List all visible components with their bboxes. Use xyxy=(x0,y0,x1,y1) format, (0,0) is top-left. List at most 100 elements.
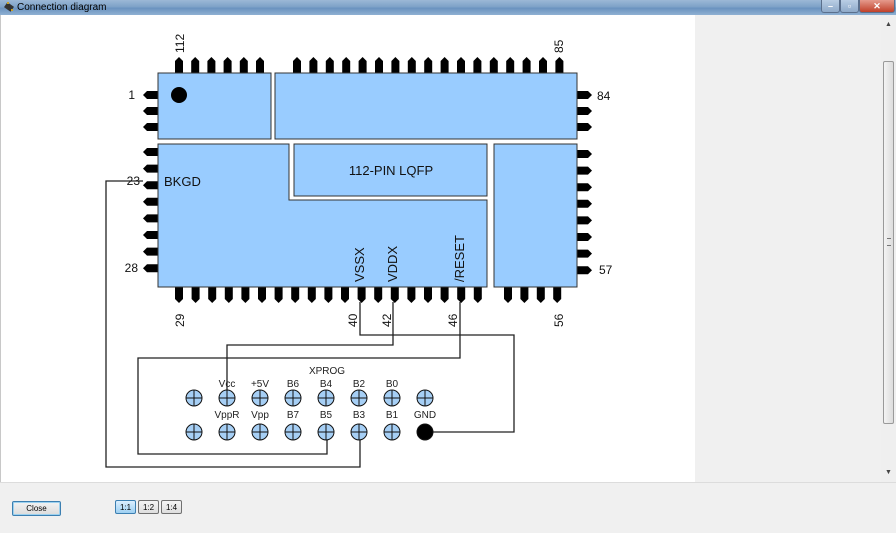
connector-label: B1 xyxy=(386,410,399,421)
pin-number-57: 57 xyxy=(599,263,613,277)
chip-pin xyxy=(577,123,592,131)
chip-pin xyxy=(407,57,416,73)
connector-pin-nc xyxy=(416,389,434,407)
chip-pin xyxy=(539,57,547,73)
scroll-up-icon[interactable]: ▲ xyxy=(885,21,892,28)
pin-number-28: 28 xyxy=(125,261,139,275)
pin-number-42: 42 xyxy=(380,313,394,327)
chip-pin xyxy=(489,57,498,73)
scroll-down-icon[interactable]: ▼ xyxy=(885,469,892,476)
connection-diagram: 112-PIN LQFP BKGD VSSX VDDX /RESET 1 23 … xyxy=(105,34,613,468)
chip-pin xyxy=(175,287,183,303)
chip-pin xyxy=(224,287,233,303)
chip-pin xyxy=(143,123,158,131)
pin-number-84: 84 xyxy=(597,89,611,103)
zoom-1-1-button[interactable]: 1:1 xyxy=(115,500,136,514)
chip-pins xyxy=(143,57,592,303)
chip-body-block xyxy=(274,72,578,140)
grip-icon xyxy=(887,238,891,246)
chip-pin xyxy=(424,57,433,73)
chip-pin xyxy=(358,57,367,73)
chip-pin xyxy=(324,287,333,303)
chip-pin xyxy=(440,57,449,73)
connector-pin-nc xyxy=(185,389,203,407)
chip-pin xyxy=(473,287,482,303)
signal-label-vddx: VDDX xyxy=(385,246,400,282)
chip-pin xyxy=(175,57,183,73)
chip-pin xyxy=(342,57,351,73)
pin-number-112: 112 xyxy=(173,34,187,53)
close-button[interactable]: Close xyxy=(12,501,61,516)
chip-pin xyxy=(555,57,564,73)
chip-pin xyxy=(457,57,465,73)
connector-pin-b7 xyxy=(284,423,302,441)
chip-pin xyxy=(391,57,400,73)
chip-pin xyxy=(143,107,158,115)
wire-vddx-vcc xyxy=(226,302,394,398)
connector-pin-vppr xyxy=(218,423,236,441)
connector-pin-5v xyxy=(251,389,269,407)
close-icon: ✕ xyxy=(873,1,881,11)
pin-number-56: 56 xyxy=(552,313,566,327)
connector-pin-nc xyxy=(185,423,203,441)
scroll-thumb[interactable] xyxy=(883,61,894,424)
connector-pin-b1 xyxy=(383,423,401,441)
maximize-icon: ▫ xyxy=(847,1,852,11)
connector-label: B3 xyxy=(353,410,366,421)
connector-pin-b3 xyxy=(350,423,368,441)
wire-bkgd-b3 xyxy=(105,180,361,468)
connector-pin-b5 xyxy=(317,423,335,441)
connector-label: GND xyxy=(414,410,436,421)
chip-pin xyxy=(309,57,318,73)
chip-pin xyxy=(424,287,432,303)
chip-pin xyxy=(274,287,283,303)
chip-pin xyxy=(143,164,158,173)
connector-label: Vpp xyxy=(251,410,269,421)
chip-pin xyxy=(374,287,383,303)
chip-pin xyxy=(357,287,366,303)
chip-body-block xyxy=(157,72,272,140)
vertical-scrollbar[interactable]: ▲ ▼ xyxy=(881,15,896,482)
signal-label-vssx: VSSX xyxy=(352,247,367,282)
chip-pin xyxy=(553,287,562,303)
wires xyxy=(105,180,515,468)
chip-pin xyxy=(390,287,399,303)
connector-label: B7 xyxy=(287,410,300,421)
connector-label: Vcc xyxy=(219,379,236,390)
signal-label-bkgd: BKGD xyxy=(164,174,201,189)
chip-pin xyxy=(223,57,232,73)
connector-label: B2 xyxy=(353,379,366,390)
zoom-1-2-button[interactable]: 1:2 xyxy=(138,500,159,514)
chip-pin xyxy=(293,57,301,73)
connector-pin-b4 xyxy=(317,389,335,407)
zoom-1-4-button[interactable]: 1:4 xyxy=(161,500,182,514)
chip-pin xyxy=(239,57,248,73)
wire-reset-b5 xyxy=(137,302,461,455)
chip-pin xyxy=(536,287,545,303)
pin-number-85: 85 xyxy=(552,39,566,53)
chip-pin xyxy=(577,91,592,99)
pin-number-1: 1 xyxy=(128,88,135,102)
connector-pin-vpp xyxy=(251,423,269,441)
chip-pin xyxy=(473,57,482,73)
chip-pin xyxy=(191,287,200,303)
connector-pin-b0 xyxy=(383,389,401,407)
maximize-button[interactable]: ▫ xyxy=(840,0,859,13)
chip-pin xyxy=(258,287,266,303)
connector-label: B4 xyxy=(320,379,333,390)
chip-pin xyxy=(143,247,158,256)
minimize-button[interactable]: – xyxy=(821,0,840,13)
chip-pin xyxy=(143,91,158,99)
connector-title: XPROG xyxy=(309,366,345,377)
connector-pin-gnd xyxy=(416,423,434,441)
app-icon xyxy=(4,2,14,12)
chip-pin xyxy=(577,150,592,158)
chip-body-block xyxy=(157,143,488,288)
chip-pin xyxy=(577,233,592,241)
chip-pin xyxy=(143,214,158,223)
chip-pin xyxy=(325,57,334,73)
chip-pin xyxy=(307,287,316,303)
chip-pin xyxy=(191,57,200,73)
close-window-button[interactable]: ✕ xyxy=(859,0,895,13)
